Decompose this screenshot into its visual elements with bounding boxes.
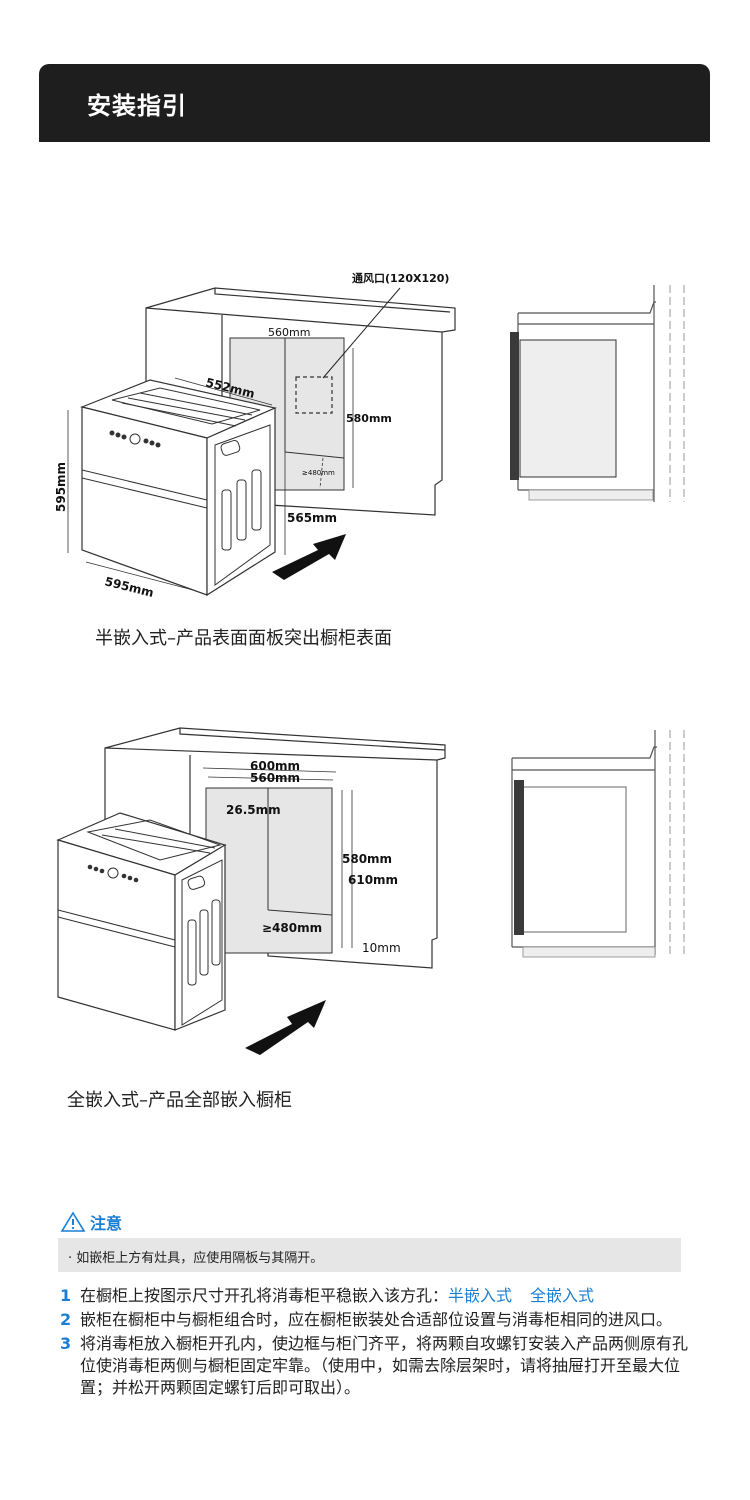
dim-26-5: 26.5mm: [226, 803, 281, 817]
step-item: 2 嵌柜在橱柜中与橱柜组合时，应在橱柜嵌装处合适部位设置与消毒柜相同的进风口。: [60, 1309, 690, 1331]
notice-bullet: · 如嵌柜上方有灶具，应使用隔板与其隔开。: [68, 1251, 324, 1266]
dim-600: 600mm: [250, 759, 300, 773]
vent-hole: [295, 376, 333, 414]
step-item: 1 在橱柜上按图示尺寸开孔将消毒柜平稳嵌入该方孔：半嵌入式全嵌入式: [60, 1285, 690, 1307]
dim-595-height: 595mm: [54, 462, 68, 512]
step-text: 嵌柜在橱柜中与橱柜组合时，应在橱柜嵌装处合适部位设置与消毒柜相同的进风口。: [80, 1310, 673, 1329]
control-buttons: [109, 430, 161, 448]
plinth: [528, 489, 654, 501]
fully-built-in-caption: 全嵌入式–产品全部嵌入橱柜: [67, 1090, 292, 1111]
notice-title: 注意: [90, 1214, 123, 1233]
fully-built-in-side-view: [511, 730, 685, 958]
notice-header: 注意: [60, 1210, 122, 1234]
unit-front: [81, 406, 208, 596]
semi-built-in-caption: 半嵌入式–产品表面面板突出橱柜表面: [95, 628, 392, 649]
insert-arrow-icon: [272, 534, 346, 580]
install-steps: 1 在橱柜上按图示尺寸开孔将消毒柜平稳嵌入该方孔：半嵌入式全嵌入式 2 嵌柜在橱…: [60, 1285, 690, 1401]
dim-580: 580mm: [346, 412, 392, 425]
door-panel: [514, 780, 524, 935]
dim-565: 565mm: [287, 511, 337, 525]
step-item: 3 将消毒柜放入橱柜开孔内，使边框与柜门齐平，将两颗自攻螺钉安装入产品两侧原有孔…: [60, 1333, 690, 1399]
step-number: 1: [60, 1286, 72, 1305]
dim-610: 610mm: [348, 873, 398, 887]
semi-built-in-side-view: [510, 285, 685, 502]
cabinet-opening: [205, 787, 333, 954]
plinth: [522, 946, 656, 958]
step-number: 3: [60, 1334, 72, 1353]
cabinet-body: [522, 786, 627, 933]
section-header: 安装指引: [39, 64, 710, 142]
vent-label: 通风口(120X120): [352, 271, 449, 285]
insert-arrow-icon: [245, 1000, 326, 1055]
semi-built-in-diagram: 通风口(120X120) 560mm 580mm ≥480mm 552mm 59…: [54, 271, 456, 600]
notice-box: · 如嵌柜上方有灶具，应使用隔板与其隔开。: [58, 1238, 681, 1272]
dim-560: 560mm: [250, 771, 300, 785]
door-panel: [510, 332, 519, 480]
step-text: 将消毒柜放入橱柜开孔内，使边框与柜门齐平，将两颗自攻螺钉安装入产品两侧原有孔位使…: [80, 1334, 689, 1397]
warning-triangle-icon: [60, 1211, 86, 1232]
dim-480: ≥480mm: [262, 921, 322, 935]
link-fully-built-in[interactable]: 全嵌入式: [530, 1286, 595, 1305]
step-number: 2: [60, 1310, 72, 1329]
cabinet-body: [519, 339, 617, 478]
dim-480: ≥480mm: [302, 469, 335, 477]
dim-560: 560mm: [268, 326, 310, 339]
section-title: 安装指引: [87, 92, 187, 120]
dim-10: 10mm: [362, 941, 401, 955]
wall-bricks: [669, 730, 685, 955]
dim-580: 580mm: [342, 852, 392, 866]
wall-bricks: [669, 285, 685, 502]
step-text: 在橱柜上按图示尺寸开孔将消毒柜平稳嵌入该方孔：: [80, 1286, 449, 1305]
link-semi-built-in[interactable]: 半嵌入式: [448, 1286, 513, 1305]
control-buttons: [87, 864, 139, 883]
fully-built-in-diagram: 600mm 560mm 26.5mm 580mm 610mm ≥480mm 10…: [56, 727, 446, 1055]
